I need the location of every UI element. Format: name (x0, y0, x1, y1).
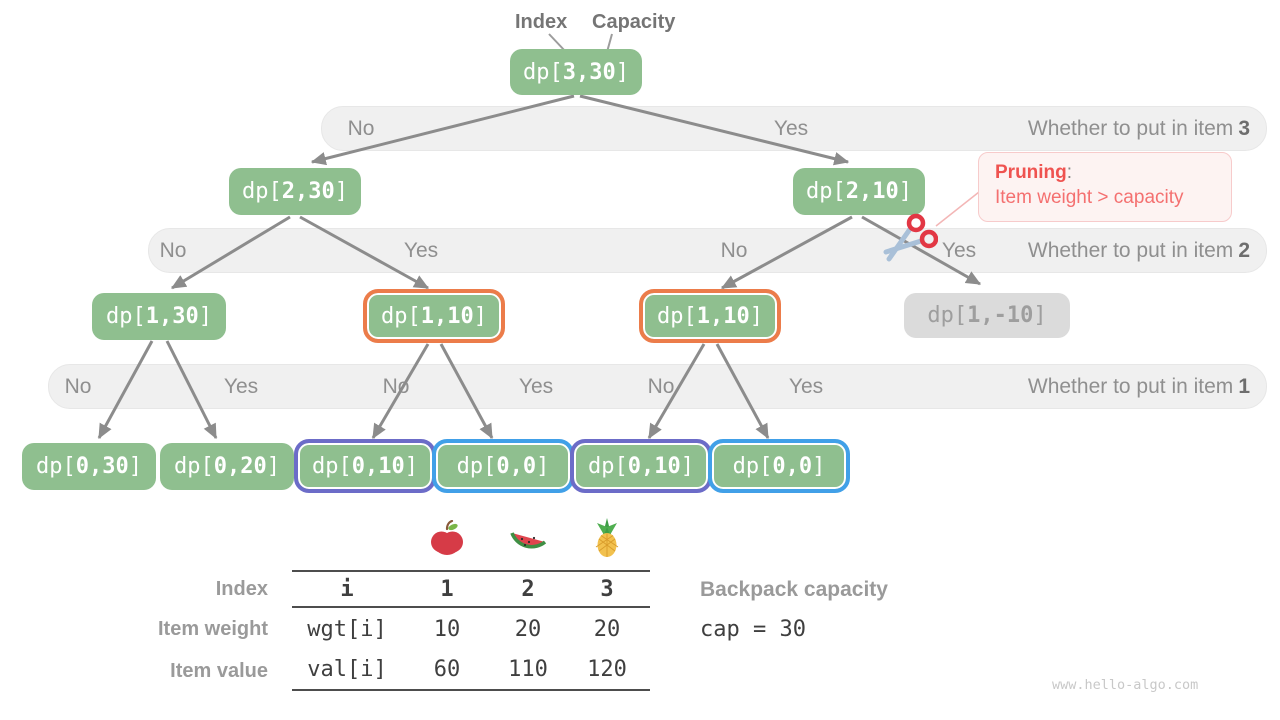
tree-node-1-neg10-pruned: dp[1,-10] (904, 293, 1070, 338)
fruit-icon-row (292, 516, 650, 570)
table-header-row: i 1 2 3 (292, 570, 650, 608)
tree-node-0-0-right: dp[0,0] (708, 439, 850, 493)
table-row-label-index: Index (215, 578, 268, 600)
scissors-icon (883, 213, 938, 262)
choice-no: No (64, 374, 92, 398)
tree-node-1-10-left: dp[1,10] (363, 289, 505, 343)
band-item-number: 2 (1238, 238, 1250, 262)
tree-node-2-10: dp[2,10] (793, 168, 925, 215)
choice-no: No (347, 116, 375, 140)
pruning-callout: Pruning: Item weight > capacity (978, 152, 1232, 222)
table-row-label-weight: Item weight (157, 618, 268, 640)
tree-node-0-20: dp[0,20] (160, 443, 294, 490)
choice-no: No (382, 374, 410, 398)
choice-yes: Yes (518, 374, 554, 398)
choice-yes: Yes (788, 374, 824, 398)
choice-yes: Yes (773, 116, 809, 140)
watermark: www.hello-algo.com (1052, 677, 1199, 693)
band-item-number: 1 (1238, 374, 1250, 398)
apple-icon (430, 519, 464, 564)
table-value-row: val[i] 60 110 120 (292, 650, 650, 691)
backpack-capacity-code: cap = 30 (700, 617, 806, 642)
watermelon-icon (509, 526, 547, 564)
choice-yes: Yes (403, 238, 439, 262)
tree-node-0-0-left: dp[0,0] (432, 439, 574, 493)
pruning-title: Pruning (995, 162, 1067, 183)
tree-node-1-30: dp[1,30] (92, 293, 226, 340)
pruning-detail: Item weight > capacity (995, 187, 1184, 208)
decision-band-item-1: No Yes No Yes No Yes Whether to put in i… (48, 364, 1267, 409)
band-item-number: 3 (1238, 116, 1250, 140)
choice-yes: Yes (941, 238, 977, 262)
pineapple-icon (592, 518, 622, 564)
table-row-label-value: Item value (170, 660, 268, 682)
choice-no: No (159, 238, 187, 262)
backpack-capacity-label: Backpack capacity (700, 578, 888, 601)
table-weight-row: wgt[i] 10 20 20 (307, 616, 621, 642)
capacity-pointer-label: Capacity (592, 11, 676, 33)
index-pointer-label: Index (515, 11, 568, 33)
tree-node-1-10-right: dp[1,10] (639, 289, 781, 343)
items-table: i 1 2 3 wgt[i] 10 20 20 val[i] 60 110 12… (292, 516, 650, 691)
tree-node-0-30: dp[0,30] (22, 443, 156, 490)
tree-node-2-30: dp[2,30] (229, 168, 361, 215)
tree-node-0-10-right: dp[0,10] (570, 439, 712, 493)
tree-node-0-10-left: dp[0,10] (294, 439, 436, 493)
choice-no: No (720, 238, 748, 262)
tree-node-3-30: dp[3,30] (510, 49, 642, 95)
choice-no: No (647, 374, 675, 398)
choice-yes: Yes (223, 374, 259, 398)
